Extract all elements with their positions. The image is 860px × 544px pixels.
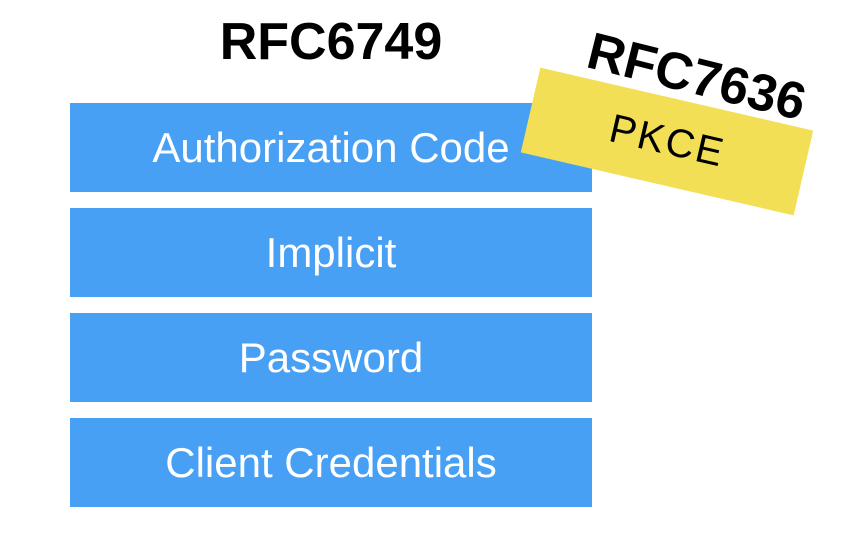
bar-label: Authorization Code (152, 123, 510, 171)
bar-label: Implicit (265, 228, 397, 276)
bar-label: Client Credentials (165, 438, 497, 486)
bar-label: Password (238, 333, 424, 381)
grant-type-bar-password: Password (70, 313, 592, 402)
grant-type-bar-authorization-code: Authorization Code (70, 103, 592, 192)
rfc6749-heading: RFC6749 (219, 13, 443, 71)
grant-type-bar-implicit: Implicit (70, 208, 592, 297)
pkce-sticker-label: PKCE (605, 106, 730, 176)
grant-type-bar-client-credentials: Client Credentials (70, 418, 592, 507)
pkce-sticker-group: RFC7636 PKCE (520, 22, 814, 216)
